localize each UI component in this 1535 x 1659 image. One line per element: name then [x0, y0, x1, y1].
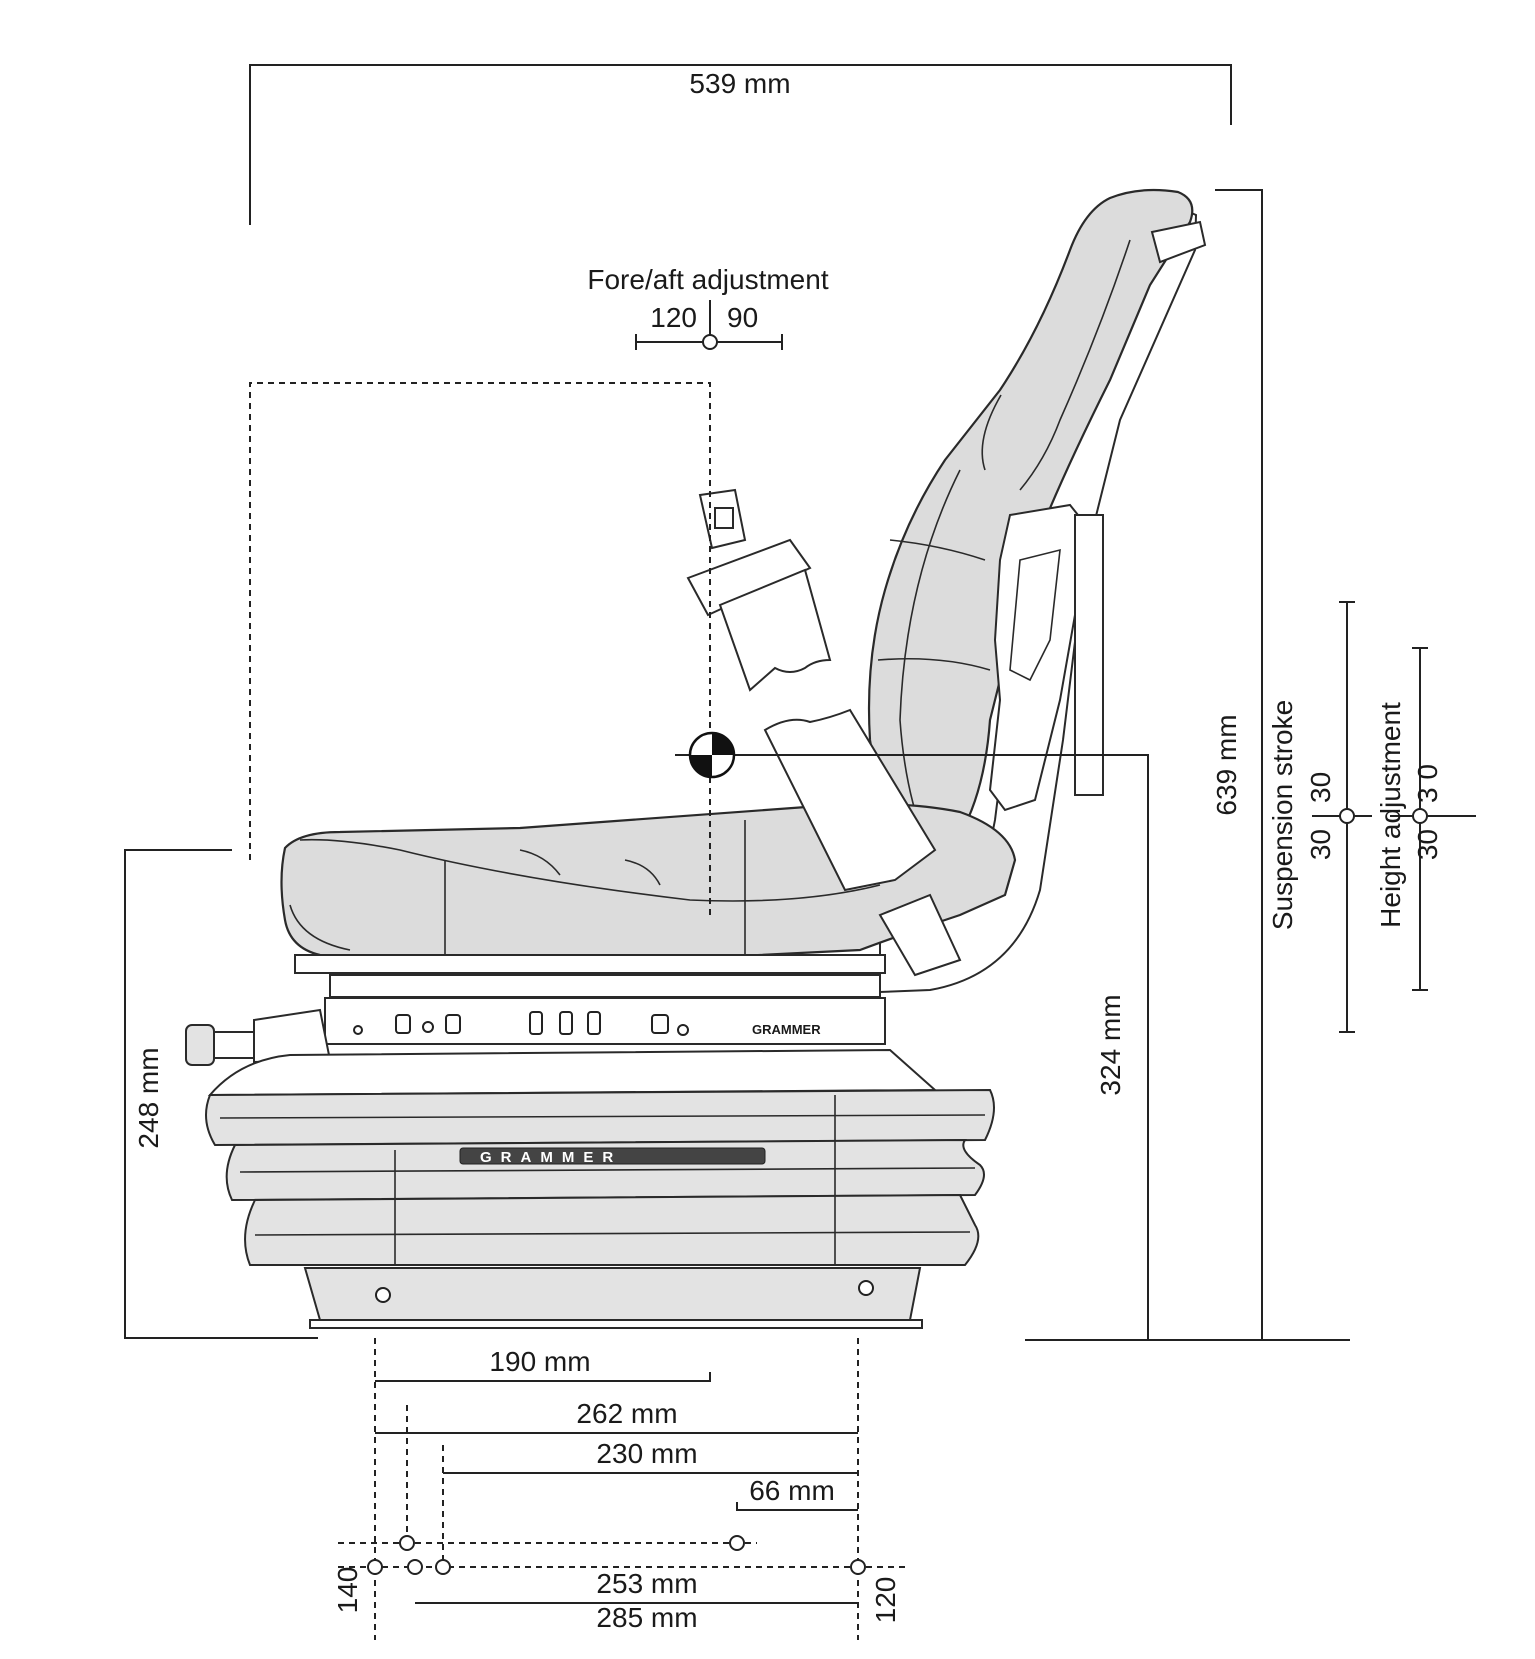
backrest-seam-2: [889, 539, 986, 561]
label-suspension-down: 30: [1305, 829, 1336, 860]
label-sip-height: 324 mm: [1095, 994, 1126, 1095]
backrest-seam-4: [899, 469, 961, 841]
label-suspension-title: Suspension stroke: [1267, 700, 1298, 930]
dim-overall-height: [1215, 189, 1263, 1340]
height-adjust-symbol: [1390, 647, 1476, 991]
height-adjust-knob[interactable]: [185, 1008, 332, 1066]
label-height-adj-up: 3 0: [1412, 764, 1443, 803]
seat-pan-frame: [294, 954, 886, 974]
label-fore-aft-title: Fore/aft adjustment: [587, 264, 828, 295]
belt-tongue-slot: [714, 507, 734, 529]
dimension-lines: [124, 64, 1476, 1640]
seat-belt-anchor-2: [624, 859, 661, 886]
dim-sip-offset: [375, 1372, 711, 1382]
control-panel-switches: [353, 1011, 689, 1036]
upper-rail: [329, 974, 881, 998]
label-suspension-up: 30: [1305, 772, 1336, 803]
control-panel: [324, 997, 886, 1045]
dimension-labels: 539 mm Fore/aft adjustment 120 90 639 mm…: [133, 68, 1443, 1633]
dim-base-height: [124, 849, 318, 1339]
label-height-adj-title: Height adjustment: [1375, 702, 1406, 928]
label-front-offset: 66 mm: [749, 1475, 835, 1506]
label-rear-to-front-2: 230 mm: [596, 1438, 697, 1469]
suspension-bellows: GRAMMER: [205, 1088, 995, 1266]
belt-latch: [878, 893, 962, 977]
backrest-bracket-detail: [1009, 548, 1061, 682]
base-mount-hole-right: [858, 1280, 874, 1296]
dim-overall-width: [249, 64, 1232, 225]
label-overall-height: 639 mm: [1211, 714, 1242, 815]
belt-buckle-plate: [686, 538, 812, 617]
sip-mark: [675, 731, 745, 779]
backrest-rail: [1074, 514, 1104, 796]
seat-illustration: GRAMMER GRAMMER: [185, 188, 1207, 1329]
sip-envelope: [249, 382, 711, 920]
seat-belt-anchor-1: [519, 849, 561, 876]
label-sip-offset: 190 mm: [489, 1346, 590, 1377]
backrest-seam-3: [877, 657, 991, 671]
control-panel-brand: GRAMMER: [752, 1022, 821, 1037]
mount-holes: [367, 1535, 866, 1575]
dim-sip-height: [742, 754, 1149, 1340]
seat-cushion-seam-1: [299, 838, 881, 902]
backrest-seam-1: [981, 394, 1002, 471]
suspension-stroke-symbol: [1312, 601, 1372, 1033]
base-mount-hole-left: [375, 1287, 391, 1303]
label-lower-span-2: 285 mm: [596, 1602, 697, 1633]
base-plate: [309, 1319, 923, 1329]
label-right-vertical: 120: [870, 1577, 901, 1624]
headrest-guide: [1150, 220, 1207, 264]
suspension-top: [207, 1048, 938, 1097]
label-overall-width: 539 mm: [689, 68, 790, 99]
dim-front-offset: [736, 1502, 858, 1511]
label-rear-to-front-1: 262 mm: [576, 1398, 677, 1429]
belt-strap-upper: [718, 568, 832, 692]
base-box: [303, 1267, 922, 1321]
seat-cushion-seam-2: [289, 904, 351, 951]
label-left-vertical: 140: [332, 1567, 363, 1614]
label-height-adj-down: 30: [1412, 829, 1443, 860]
label-lower-span-1: 253 mm: [596, 1568, 697, 1599]
fore-aft-symbol: [635, 300, 783, 350]
backrest-seam-5: [1019, 239, 1131, 491]
label-fore-aft-fwd: 90: [727, 302, 758, 333]
label-fore-aft-back: 120: [650, 302, 697, 333]
bellows-brand: GRAMMER: [480, 1149, 622, 1166]
label-base-height: 248 mm: [133, 1047, 164, 1148]
